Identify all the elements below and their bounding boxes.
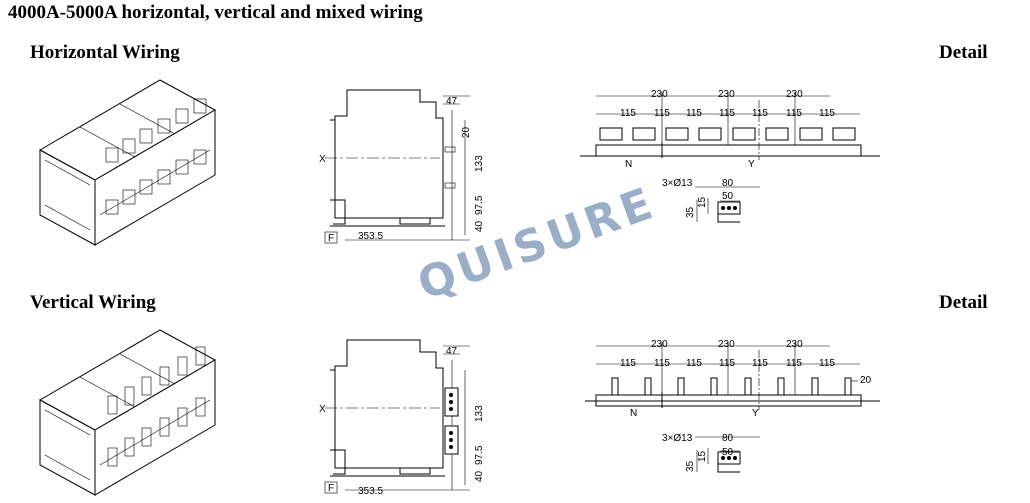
dim-97-5: 97.5 [474,195,485,215]
dim-230-c-v: 230 [786,339,803,350]
dim-230-a-v: 230 [651,339,668,350]
dim-40-v: 40 [474,470,485,482]
front-f-label-v: F [328,483,334,494]
section-title-horizontal: Horizontal Wiring [30,42,180,63]
front-f-label: F [328,233,334,244]
terminal-grid-vertical [107,346,206,467]
switch-iso-vertical [39,329,216,496]
terminal-grid-horizontal [105,98,207,215]
dim-47: 47 [446,96,458,107]
busbar-stubs-vertical [444,387,459,455]
dim-115-7: 115 [819,108,835,119]
dim-40: 40 [474,220,485,232]
dim-50-v: 50 [722,447,734,458]
dim-15-v: 15 [697,450,708,462]
dim-230-a: 230 [651,89,668,100]
axis-x-label-v: X [319,404,326,415]
dim-230-b-v: 230 [718,339,735,350]
dim-115-4-v: 115 [719,358,735,369]
dim-115-5-v: 115 [752,358,768,369]
dim-115-2: 115 [654,108,670,119]
dim-115-5: 115 [752,108,768,119]
dim-133-v: 133 [474,405,485,422]
phase-y-label-v: Y [752,408,759,419]
phase-n-label-v: N [630,408,637,419]
dim-115-2-v: 115 [654,358,670,369]
dim-50: 50 [722,191,734,202]
axis-x-label: X [319,154,326,165]
phase-y-label: Y [748,159,755,170]
dim-115-4: 115 [719,108,735,119]
dim-230-c: 230 [786,89,803,100]
side-view-horizontal [324,89,471,244]
dim-20-v: 20 [860,375,872,386]
top-view-vertical [585,342,880,410]
detail-label-vertical: Detail [939,292,988,313]
dim-80: 80 [722,178,734,189]
holes-label: 3×Ø13 [662,178,693,189]
dim-115-6-v: 115 [786,358,802,369]
dim-353-5: 353.5 [358,231,383,242]
dim-20: 20 [461,126,472,138]
dim-35: 35 [685,206,696,218]
page-title: 4000A-5000A horizontal, vertical and mix… [8,2,423,23]
busbar-stubs-horizontal [444,146,456,189]
switch-iso-horizontal [39,79,216,246]
phase-n-label: N [625,159,632,170]
dim-115-3: 115 [686,108,702,119]
dim-97-5-v: 97.5 [474,445,485,465]
dim-80-v: 80 [722,433,734,444]
dim-115-1-v: 115 [620,358,636,369]
watermark: QUISURE [411,177,662,310]
dim-115-3-v: 115 [686,358,702,369]
section-title-vertical: Vertical Wiring [30,292,156,313]
holes-label-v: 3×Ø13 [662,433,693,444]
dim-35-v: 35 [685,460,696,472]
dim-353-5-v: 353.5 [358,486,383,497]
dim-115-1: 115 [620,108,636,119]
top-view-horizontal [580,92,880,160]
dim-115-6: 115 [786,108,802,119]
dim-47-v: 47 [446,346,458,357]
dim-15: 15 [697,196,708,208]
dim-230-b: 230 [718,89,735,100]
dim-133: 133 [474,155,485,172]
detail-label-horizontal: Detail [939,42,988,63]
dim-115-7-v: 115 [819,358,835,369]
